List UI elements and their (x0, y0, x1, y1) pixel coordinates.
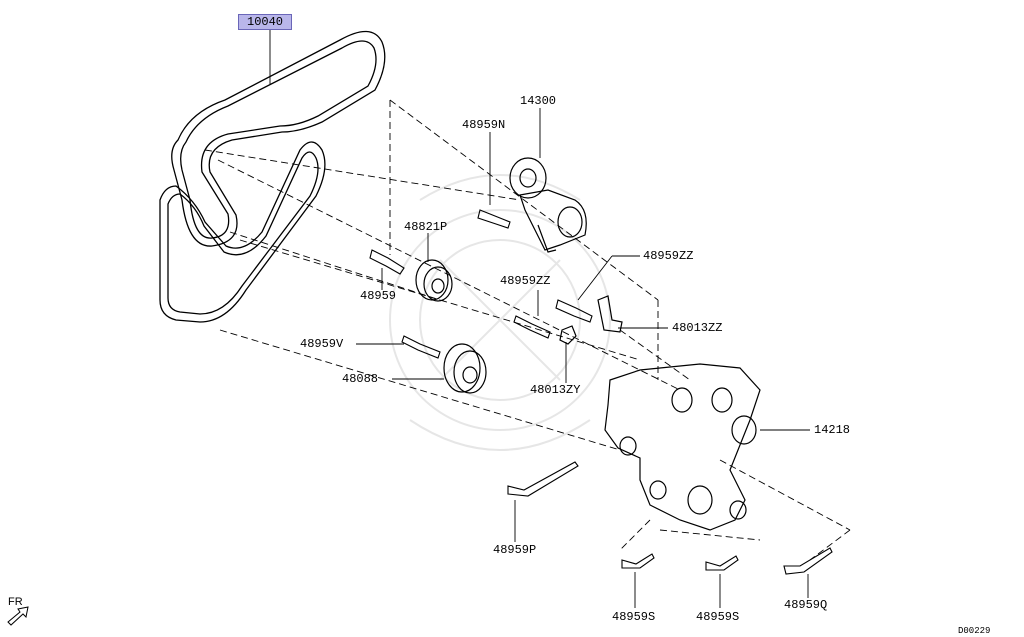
front-arrow-icon (7, 606, 29, 626)
callout-10040[interactable]: 10040 (238, 14, 293, 30)
diagram-code: D00229 (958, 626, 991, 636)
callout-48013ZY[interactable]: 48013ZY (530, 383, 581, 397)
callout-48959P[interactable]: 48959P (493, 543, 537, 557)
callout-leaders (269, 28, 810, 608)
callout-14218[interactable]: 14218 (814, 423, 851, 437)
callout-48013ZZ[interactable]: 48013ZZ (672, 321, 723, 335)
pulley-48088[interactable] (443, 343, 487, 394)
watermark-emblem (389, 174, 611, 451)
callout-48959S-left[interactable]: 48959S (612, 610, 656, 624)
callout-48959Q[interactable]: 48959Q (784, 598, 828, 612)
callout-48959S-right[interactable]: 48959S (696, 610, 740, 624)
callout-48959[interactable]: 48959 (360, 289, 397, 303)
callout-48959V[interactable]: 48959V (300, 337, 344, 351)
assembly-dash-lines (204, 99, 851, 561)
main-bracket[interactable] (604, 363, 761, 531)
callout-48959N[interactable]: 48959N (462, 118, 506, 132)
bolts[interactable] (369, 209, 833, 575)
callout-48821P[interactable]: 48821P (404, 220, 448, 234)
front-direction-label: FR (8, 596, 23, 608)
idler-pulley[interactable] (415, 259, 453, 302)
serpentine-belt[interactable] (159, 30, 386, 323)
callout-48088[interactable]: 48088 (342, 372, 379, 386)
tensioner-assembly[interactable] (509, 157, 587, 253)
callout-48959ZZ-upper[interactable]: 48959ZZ (643, 249, 694, 263)
callout-48959ZZ-lower[interactable]: 48959ZZ (500, 274, 551, 288)
small-brackets[interactable] (559, 295, 623, 345)
callout-14300[interactable]: 14300 (520, 94, 557, 108)
